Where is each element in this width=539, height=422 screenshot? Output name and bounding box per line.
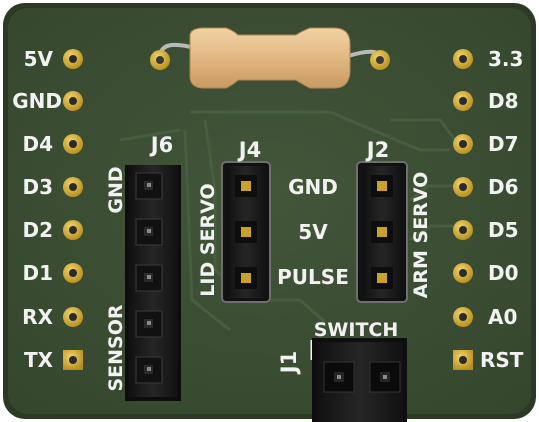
left-pin-label: RX bbox=[22, 305, 53, 329]
j6-label-bottom: SENSOR bbox=[105, 304, 127, 391]
left-pin-label: TX bbox=[24, 348, 54, 372]
right-pin-label: RST bbox=[480, 348, 524, 372]
left-pin-label: D3 bbox=[22, 175, 53, 199]
center-pin-label: 5V bbox=[298, 220, 328, 244]
j2-header bbox=[356, 161, 408, 303]
j6-ref: J6 bbox=[149, 133, 173, 157]
right-pin-pads bbox=[453, 49, 473, 370]
j4-label: LID SERVO bbox=[197, 183, 219, 296]
resistor bbox=[150, 27, 390, 89]
right-pin-label: D8 bbox=[488, 89, 519, 113]
j2-label: ARM SERVO bbox=[410, 172, 432, 299]
j6-label-top: GND bbox=[105, 166, 127, 213]
j4-header bbox=[221, 161, 271, 303]
center-pin-label: PULSE bbox=[277, 265, 349, 289]
j6-header bbox=[125, 165, 181, 401]
right-pin-label: A0 bbox=[488, 305, 517, 329]
left-pin-label: D1 bbox=[22, 261, 53, 285]
right-pin-labels: 3.3 D8 D7 D6 D5 D0 A0 RST bbox=[480, 47, 524, 372]
j1-header bbox=[310, 338, 407, 422]
left-pin-label: 5V bbox=[24, 47, 54, 71]
right-pin-label: D5 bbox=[488, 218, 519, 242]
left-pin-label: D4 bbox=[22, 132, 53, 156]
right-pin-label: 3.3 bbox=[488, 47, 523, 71]
center-pin-label: GND bbox=[288, 175, 338, 199]
j1-ref: J1 bbox=[277, 351, 301, 375]
left-pin-labels: 5V GND D4 D3 D2 D1 RX TX bbox=[12, 47, 62, 372]
right-pin-label: D7 bbox=[488, 132, 519, 156]
j2-ref: J2 bbox=[365, 138, 389, 162]
center-pin-labels: GND 5V PULSE bbox=[277, 175, 349, 289]
right-pin-label: D6 bbox=[488, 175, 519, 199]
left-pin-label: GND bbox=[12, 89, 62, 113]
right-pin-label: D0 bbox=[488, 261, 519, 285]
left-pin-pads bbox=[63, 49, 83, 370]
j4-ref: J4 bbox=[237, 138, 261, 162]
left-pin-label: D2 bbox=[22, 218, 53, 242]
j1-label: SWITCH bbox=[314, 319, 399, 341]
